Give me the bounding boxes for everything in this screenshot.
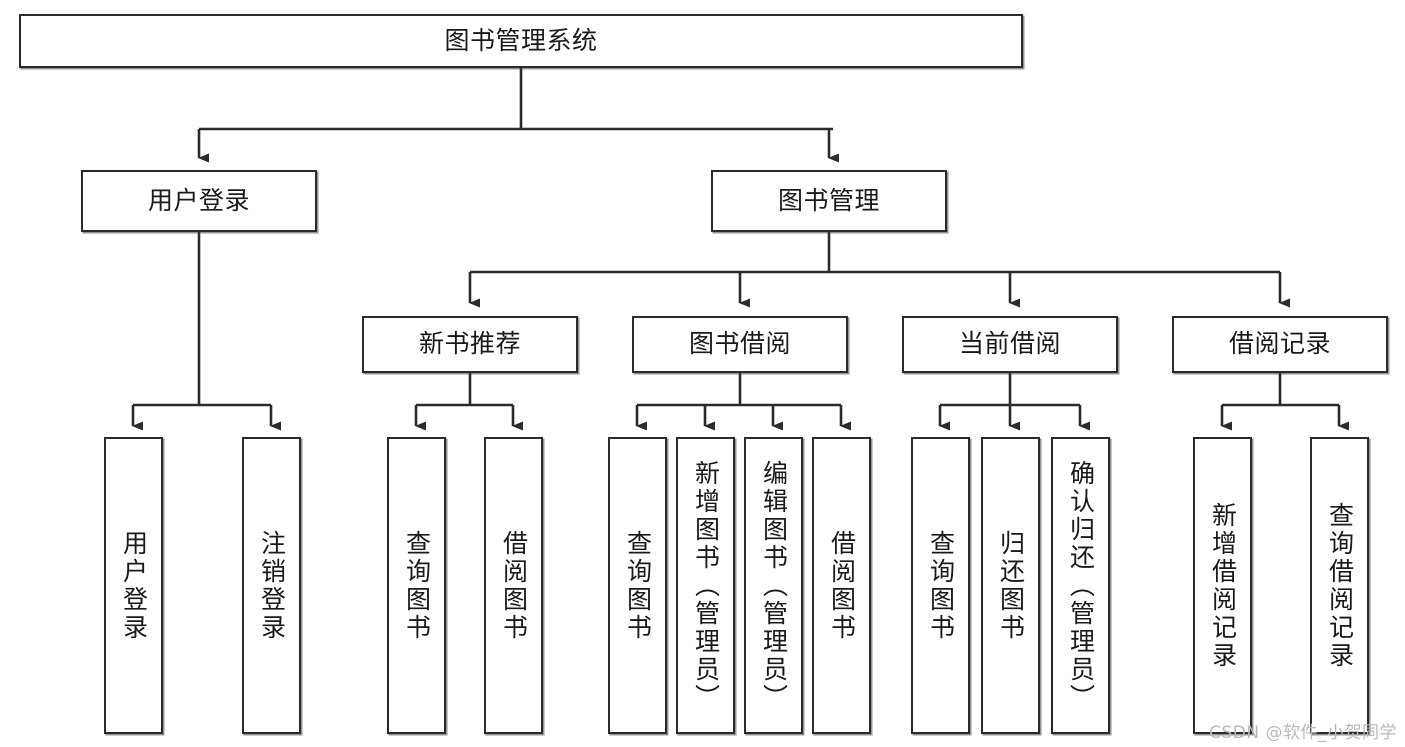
node-label: 查询借阅记录 <box>1325 501 1355 670</box>
node-label: 新增借阅记录 <box>1208 501 1238 670</box>
node-label: 图书借阅 <box>688 329 791 359</box>
node-label: 借阅记录 <box>1228 329 1331 359</box>
node-user-login[interactable]: 用户登录 <box>81 170 317 232</box>
node-leaf-borrow-book-2[interactable]: 借阅图书 <box>812 437 871 734</box>
node-label: 查询图书 <box>623 529 653 642</box>
node-leaf-query-book-3[interactable]: 查询图书 <box>911 437 970 734</box>
watermark-text: CSDN @软件_小贺同学 <box>1209 723 1397 743</box>
node-label: 用户登录 <box>147 185 250 215</box>
node-label: 查询图书 <box>926 529 956 642</box>
node-leaf-return-book[interactable]: 归还图书 <box>981 437 1040 734</box>
node-label: 图书管理系统 <box>444 25 598 55</box>
node-leaf-query-book-2[interactable]: 查询图书 <box>608 437 667 734</box>
node-leaf-logout-login[interactable]: 注销登录 <box>242 437 301 734</box>
node-leaf-user-login[interactable]: 用户登录 <box>104 437 163 734</box>
node-new-book-recommend[interactable]: 新书推荐 <box>362 316 578 373</box>
node-label: 编辑图书（管理员） <box>759 459 789 712</box>
node-borrow-record[interactable]: 借阅记录 <box>1172 316 1388 373</box>
node-leaf-confirm-return[interactable]: 确认归还（管理员） <box>1051 437 1110 734</box>
node-book-borrow[interactable]: 图书借阅 <box>632 316 848 373</box>
node-current-borrow[interactable]: 当前借阅 <box>902 316 1118 373</box>
node-leaf-edit-book[interactable]: 编辑图书（管理员） <box>744 437 803 734</box>
node-leaf-add-record[interactable]: 新增借阅记录 <box>1193 437 1252 734</box>
node-label: 用户登录 <box>119 529 149 642</box>
node-label: 借阅图书 <box>499 529 529 642</box>
node-book-management[interactable]: 图书管理 <box>711 170 947 232</box>
node-label: 新书推荐 <box>418 329 521 359</box>
node-label: 注销登录 <box>257 529 287 642</box>
node-leaf-borrow-book-1[interactable]: 借阅图书 <box>484 437 543 734</box>
node-label: 确认归还（管理员） <box>1066 459 1096 712</box>
node-label: 图书管理 <box>777 185 880 215</box>
node-label: 查询图书 <box>402 529 432 642</box>
node-label: 当前借阅 <box>958 329 1061 359</box>
node-root-system[interactable]: 图书管理系统 <box>19 14 1023 68</box>
node-label: 归还图书 <box>996 529 1026 642</box>
node-label: 借阅图书 <box>827 529 857 642</box>
node-leaf-query-book-1[interactable]: 查询图书 <box>387 437 446 734</box>
node-leaf-add-book[interactable]: 新增图书（管理员） <box>676 437 735 734</box>
node-label: 新增图书（管理员） <box>691 459 721 712</box>
node-leaf-query-record[interactable]: 查询借阅记录 <box>1310 437 1369 734</box>
